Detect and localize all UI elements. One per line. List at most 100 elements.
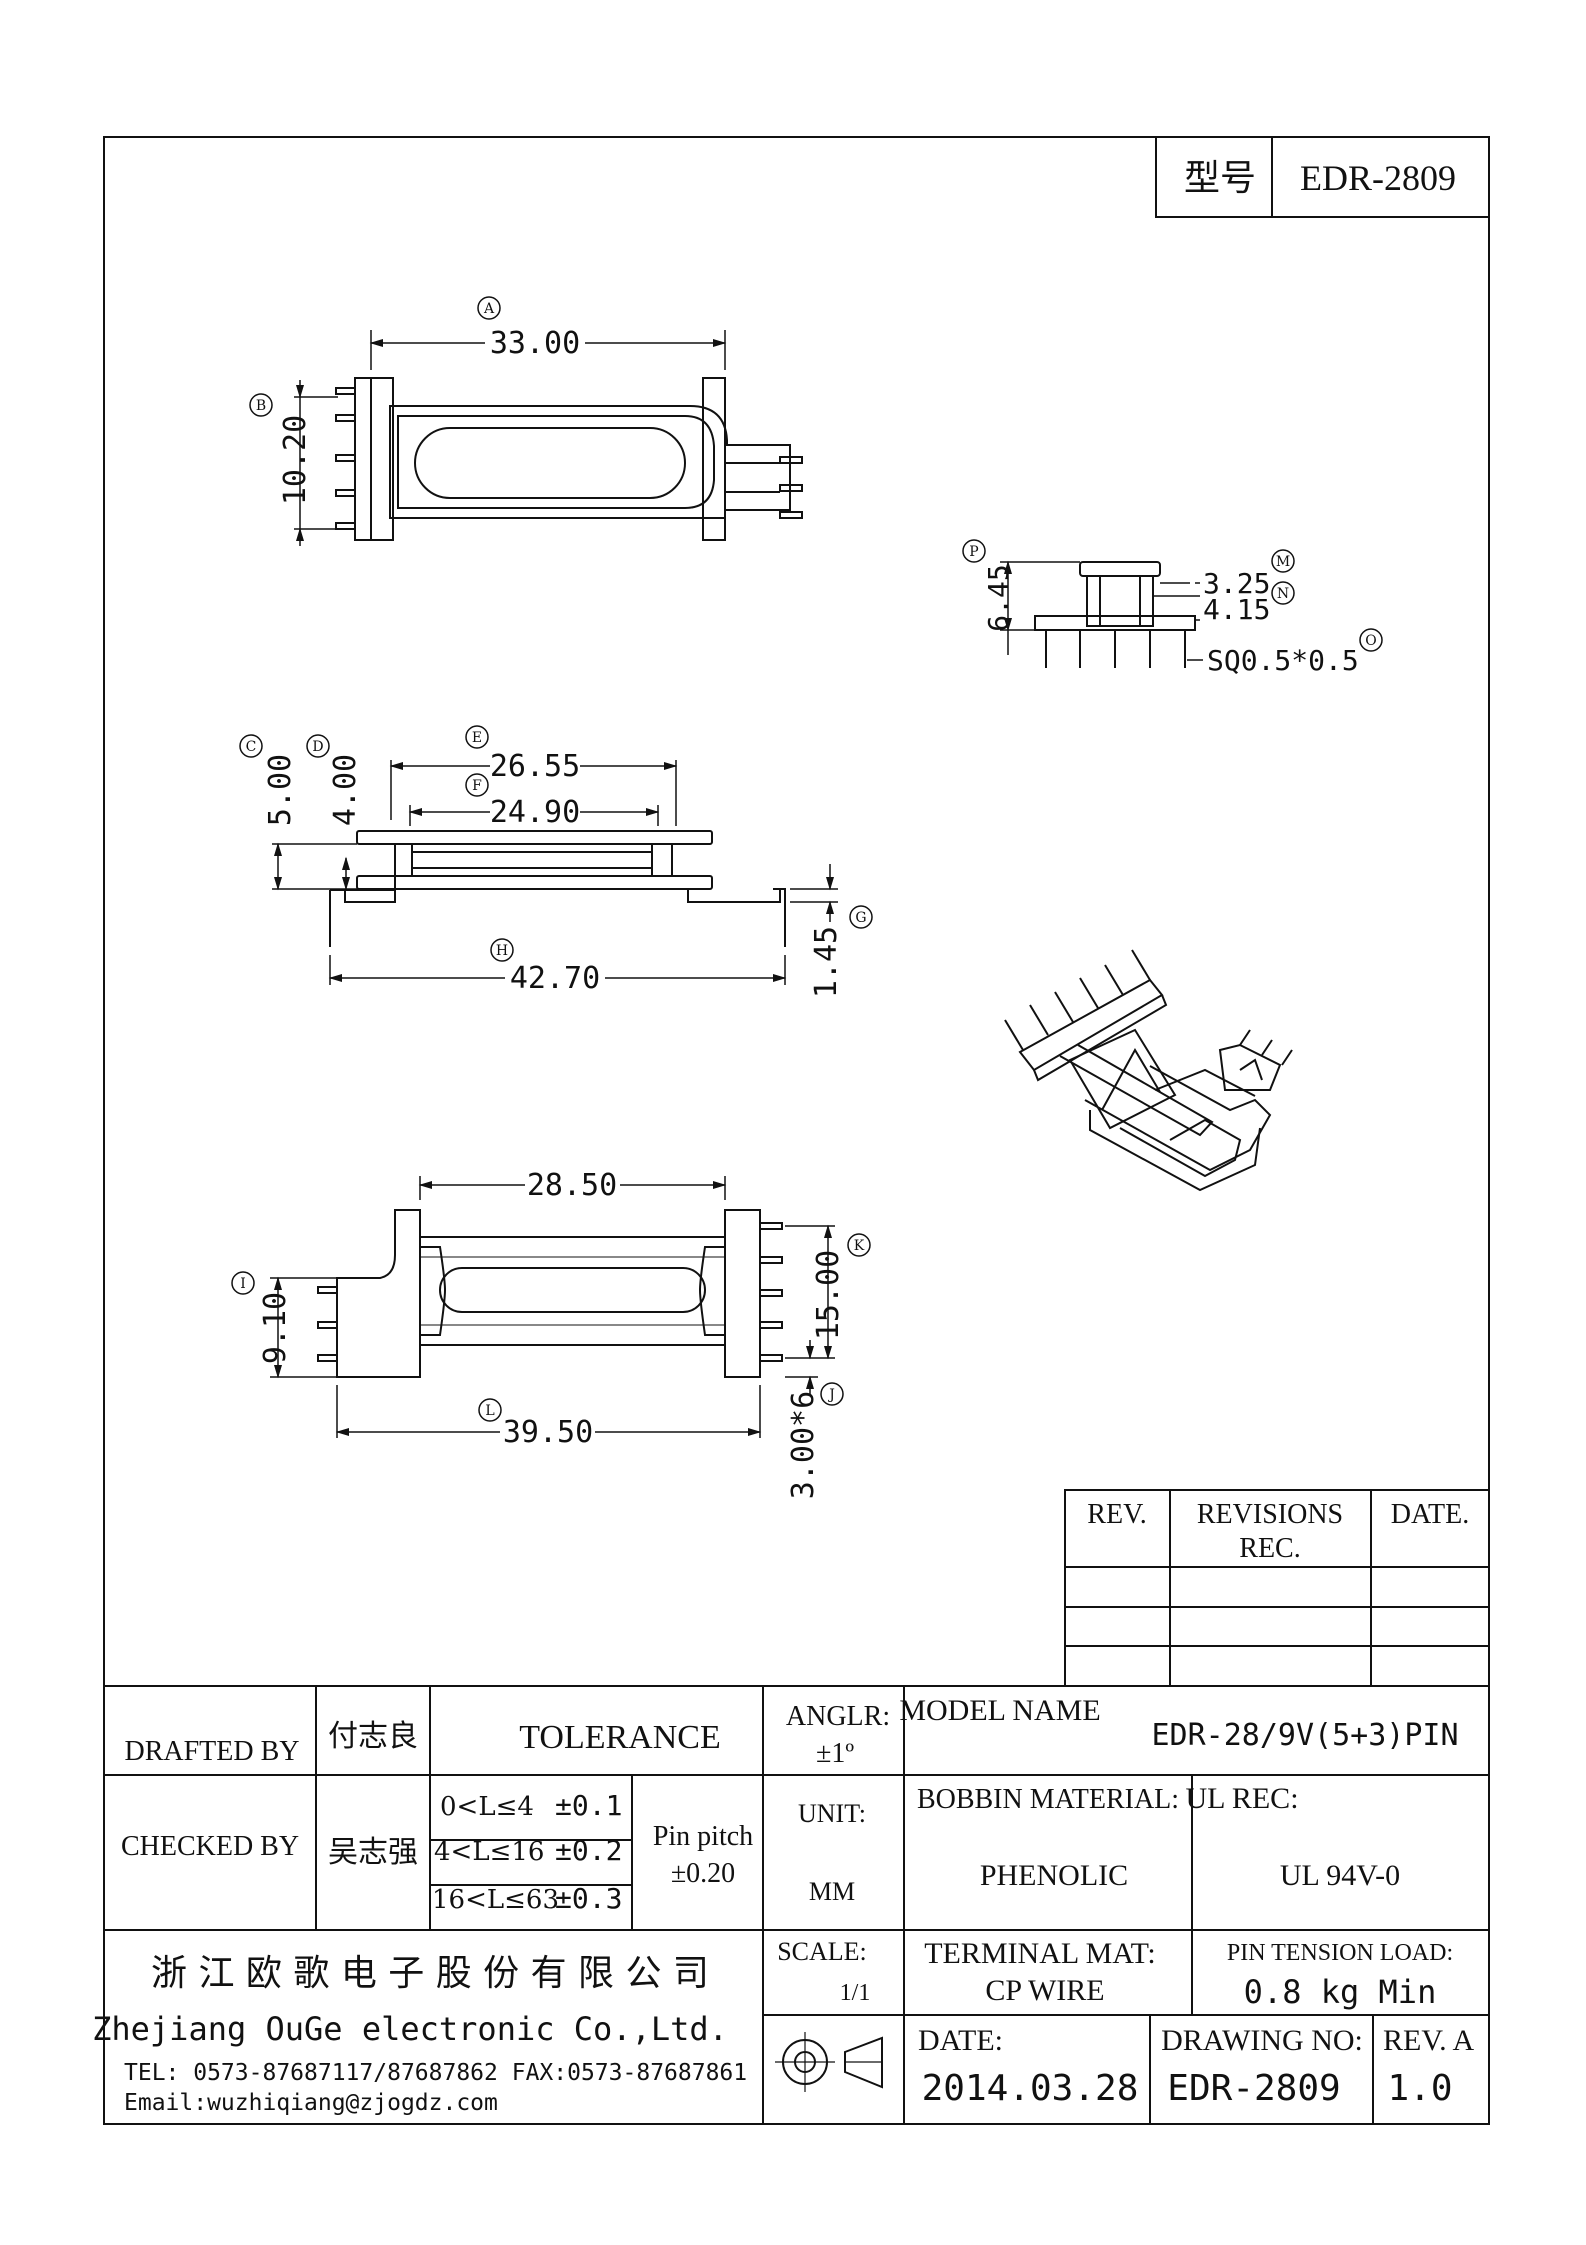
unit-label: UNIT: xyxy=(798,1799,866,1828)
svg-text:4<L≤16: 4<L≤16 xyxy=(434,1837,544,1867)
pin-tension-label: PIN TENSION LOAD: xyxy=(1227,1940,1453,1966)
svg-text:±0.2: ±0.2 xyxy=(555,1834,622,1867)
dim-L-value: 39.50 xyxy=(503,1415,593,1450)
rev-value: 1.0 xyxy=(1387,2068,1452,2109)
dim-A-tag: A xyxy=(477,296,501,320)
drawing-no-value: EDR-2809 xyxy=(1167,2068,1340,2109)
drawing-no-label: DRAWING NO: xyxy=(1161,2024,1363,2057)
svg-text:E: E xyxy=(472,730,482,746)
dim-P-tag: P xyxy=(962,539,986,563)
tolerance-row-2: 4<L≤16 ±0.2 xyxy=(434,1834,622,1867)
svg-text:P: P xyxy=(969,544,978,560)
terminal-mat-value: CP WIRE xyxy=(985,1974,1104,2007)
tolerance-label: TOLERANCE xyxy=(519,1719,720,1756)
unit-value: MM xyxy=(809,1877,855,1906)
dim-N-tag: N xyxy=(1271,581,1295,605)
dim-M-tag: M xyxy=(1271,549,1295,573)
scale-value: 1/1 xyxy=(840,1980,871,2006)
dim-I-tag: I xyxy=(231,1271,255,1295)
svg-text:±0.1: ±0.1 xyxy=(555,1789,622,1822)
dim-H-tag: H xyxy=(490,938,514,962)
dim-H-value: 42.70 xyxy=(510,961,600,996)
title-block-grid xyxy=(104,1685,1489,2124)
dim-J-tag: J xyxy=(820,1382,844,1406)
dim-E-value: 26.55 xyxy=(490,749,580,784)
dim-A-value: 33.00 xyxy=(490,326,580,361)
revisions-date-label: DATE. xyxy=(1391,1499,1470,1530)
svg-text:M: M xyxy=(1276,554,1290,570)
date-label: DATE: xyxy=(918,2024,1003,2057)
dim-F-tag: F xyxy=(465,773,489,797)
svg-text:16<L≤63: 16<L≤63 xyxy=(432,1885,559,1915)
company-tel-fax: TEL: 0573-87687117/87687862 FAX:0573-876… xyxy=(124,2060,747,2086)
drafted-by-name: 付志良 xyxy=(328,1719,418,1754)
dim-D-tag: D xyxy=(306,734,330,758)
header-model-label: 型号 xyxy=(1184,158,1256,199)
scale-label: SCALE: xyxy=(777,1937,867,1966)
dim-E-tag: E xyxy=(465,725,489,749)
ul-rec-label: UL REC: xyxy=(1185,1782,1298,1815)
svg-text:N: N xyxy=(1277,586,1289,602)
tolerance-row-3: 16<L≤63 ±0.3 xyxy=(432,1882,622,1915)
svg-text:0<L≤4: 0<L≤4 xyxy=(440,1792,534,1822)
svg-text:H: H xyxy=(496,943,508,959)
company-name-en: Zhejiang OuGe electronic Co.,Ltd. xyxy=(92,2010,728,2048)
svg-text:O: O xyxy=(1365,633,1376,649)
svg-text:±0.3: ±0.3 xyxy=(555,1882,622,1915)
svg-text:K: K xyxy=(854,1238,865,1254)
checked-by-name: 吴志强 xyxy=(328,1835,418,1870)
dim-B-value: 10.20 xyxy=(278,415,313,505)
tolerance-row-1: 0<L≤4 ±0.1 xyxy=(440,1789,622,1822)
bobbin-material-label: BOBBIN MATERIAL: xyxy=(917,1784,1179,1815)
dim-D-value: 4.00 xyxy=(328,754,363,826)
dim-N-value: 4.15 xyxy=(1203,593,1270,626)
checked-by-label: CHECKED BY xyxy=(121,1831,299,1862)
angle-value: ±1º xyxy=(816,1738,854,1769)
dim-B-tag: B xyxy=(249,393,273,417)
revisions-label-2: REC. xyxy=(1239,1533,1300,1564)
company-name-cn: 浙 江 欧 歌 电 子 股 份 有 限 公 司 xyxy=(151,1953,709,1994)
svg-text:F: F xyxy=(472,778,482,794)
rev-label: REV. A xyxy=(1383,2024,1474,2057)
bobbin-material-value: PHENOLIC xyxy=(980,1859,1128,1892)
dim-K-value: 15.00 xyxy=(811,1250,846,1340)
model-name-label: MODEL NAME xyxy=(899,1694,1100,1727)
svg-text:D: D xyxy=(312,739,323,755)
date-value: 2014.03.28 xyxy=(922,2068,1139,2109)
view-bottom xyxy=(270,1176,835,1438)
dim-O-tag: O xyxy=(1359,628,1383,652)
dim-G-tag: G xyxy=(849,905,873,929)
dim-I-value: 9.10 xyxy=(258,1292,293,1364)
model-name-value: EDR-28/9V(5+3)PIN xyxy=(1151,1718,1458,1753)
svg-text:I: I xyxy=(240,1276,246,1292)
header-model-value: EDR-2809 xyxy=(1300,158,1456,198)
projection-symbol-icon xyxy=(775,2032,883,2092)
terminal-mat-label: TERMINAL MAT: xyxy=(924,1937,1156,1970)
view-end xyxy=(1000,560,1203,668)
dim-M-value: 3.25 xyxy=(1203,567,1270,600)
dim-G-value: 1.45 xyxy=(809,926,844,998)
svg-text:J: J xyxy=(827,1387,835,1403)
header-model-box: 型号 EDR-2809 xyxy=(1155,136,1490,218)
dim-F-value: 24.90 xyxy=(490,795,580,830)
view-isometric xyxy=(1004,949,1293,1192)
dim-C-tag: C xyxy=(239,734,263,758)
view-top xyxy=(294,330,803,546)
revisions-rev-label: REV. xyxy=(1087,1499,1146,1530)
pin-pitch-value: ±0.20 xyxy=(671,1858,735,1889)
svg-text:A: A xyxy=(483,301,495,317)
dim-K-tag: K xyxy=(847,1233,871,1257)
pin-tension-value: 0.8 kg Min xyxy=(1244,1973,1437,2011)
dim-C-value: 5.00 xyxy=(263,754,298,826)
revisions-label-1: REVISIONS xyxy=(1197,1499,1343,1530)
sheet-border xyxy=(103,136,1490,2125)
company-email: Email:wuzhiqiang@zjogdz.com xyxy=(124,2090,498,2116)
pin-pitch-label: Pin pitch xyxy=(653,1821,753,1852)
svg-text:C: C xyxy=(246,739,257,755)
dim-J-value: 3.00*6 xyxy=(786,1391,821,1499)
svg-text:B: B xyxy=(256,398,266,414)
dim-O-value: SQ0.5*0.5 xyxy=(1207,644,1359,677)
svg-text:G: G xyxy=(855,910,866,926)
dim-L-tag: L xyxy=(478,1398,502,1422)
